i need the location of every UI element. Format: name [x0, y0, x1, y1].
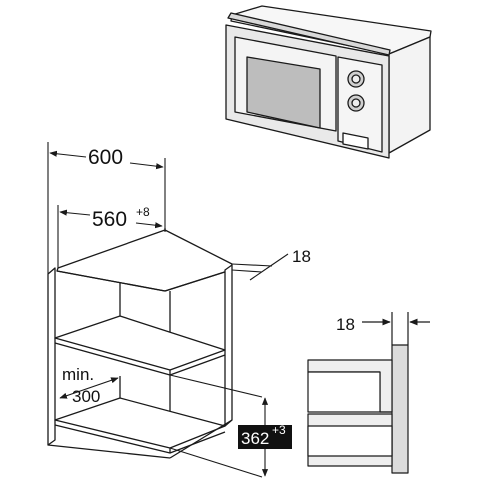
- panel-thickness-top-label: 18: [292, 247, 311, 266]
- niche-height-tolerance: +3: [272, 423, 286, 437]
- niche-width-tolerance: +8: [136, 205, 150, 219]
- microwave-appliance: [225, 5, 432, 159]
- min-label: min.: [62, 365, 94, 384]
- panel-thickness-side-label: 18: [336, 315, 355, 334]
- niche-height-label: 362: [241, 429, 269, 448]
- section-detail: [307, 312, 430, 474]
- niche-width-label: 560: [92, 208, 127, 231]
- cabinet-outline: [47, 228, 233, 459]
- overall-width-label: 600: [88, 146, 123, 169]
- niche-height-box: [238, 425, 292, 449]
- min-depth-label: 300: [72, 387, 100, 406]
